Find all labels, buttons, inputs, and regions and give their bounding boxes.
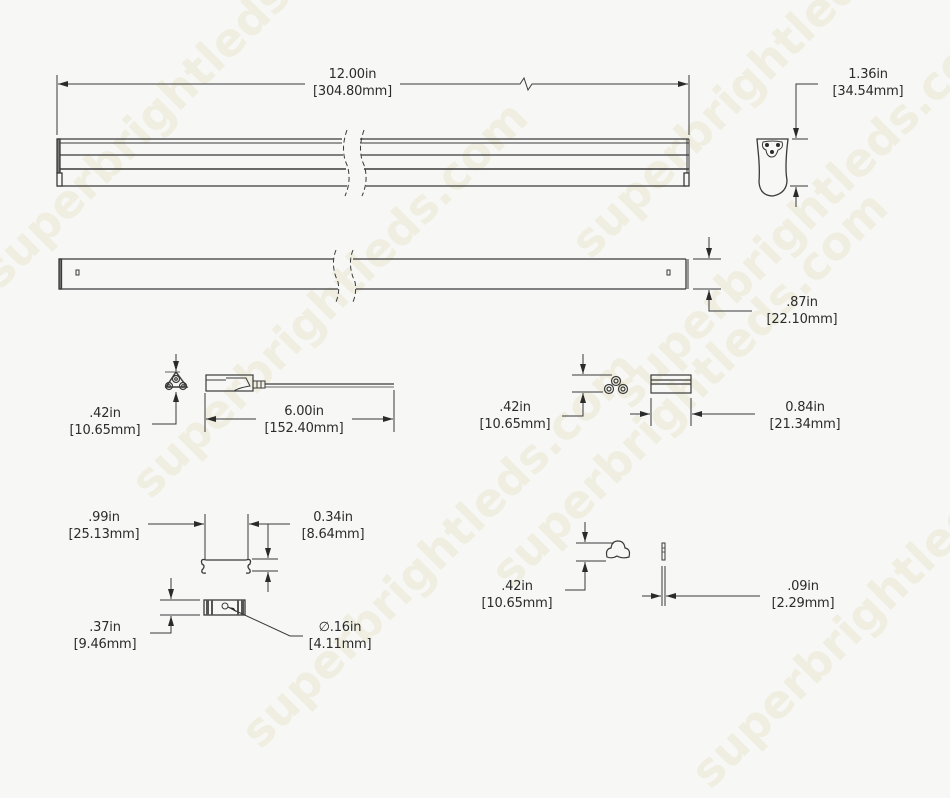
cable-length-in: 6.00in	[284, 404, 324, 419]
coupler-view	[562, 354, 755, 426]
clip-height-mm: [8.64mm]	[301, 527, 365, 542]
coupler-length-dimension-label: 0.84in [21.34mm]	[755, 399, 855, 433]
connector-height-in: .42in	[89, 406, 121, 421]
endcap-thickness-in: .09in	[787, 579, 819, 594]
endcap-height-mm: [10.65mm]	[481, 596, 553, 611]
end-cap-view	[565, 522, 760, 606]
endcap-thickness-mm: [2.29mm]	[771, 596, 835, 611]
coupler-height-dimension-label: .42in [10.65mm]	[470, 399, 560, 433]
clip-height-in: 0.34in	[313, 510, 353, 525]
endcap-height-dimension-label: .42in [10.65mm]	[472, 578, 562, 612]
connector-cable-view	[152, 354, 395, 432]
profile-height-mm: [34.54mm]	[832, 84, 904, 99]
clip-width-in: .99in	[88, 510, 120, 525]
width-mm: [22.10mm]	[766, 312, 838, 327]
end-profile-view	[756, 83, 818, 207]
hole-diameter-in: ∅.16in	[318, 620, 362, 635]
top-view	[58, 237, 752, 312]
length-in: 12.00in	[328, 67, 377, 82]
width-dimension-label: .87in [22.10mm]	[752, 294, 852, 328]
hole-diameter-dimension-label: ∅.16in [4.11mm]	[300, 619, 380, 653]
connector-height-dimension-label: .42in [10.65mm]	[60, 405, 150, 439]
side-view	[56, 75, 690, 197]
technical-drawing	[56, 75, 818, 637]
coupler-length-in: 0.84in	[785, 400, 825, 415]
coupler-height-in: .42in	[499, 400, 531, 415]
mounting-clip-view	[148, 514, 303, 637]
hole-diameter-mm: [4.11mm]	[308, 637, 372, 652]
clip-width-dimension-label: .99in [25.13mm]	[60, 509, 148, 543]
coupler-height-mm: [10.65mm]	[479, 417, 551, 432]
cable-length-dimension-label: 6.00in [152.40mm]	[255, 403, 353, 437]
length-dimension-label: 12.00in [304.80mm]	[305, 66, 400, 100]
length-mm: [304.80mm]	[313, 84, 392, 99]
connector-height-mm: [10.65mm]	[69, 423, 141, 438]
clip-thickness-dimension-label: .37in [9.46mm]	[60, 619, 150, 653]
clip-width-mm: [25.13mm]	[68, 527, 140, 542]
coupler-length-mm: [21.34mm]	[769, 417, 841, 432]
profile-height-in: 1.36in	[848, 67, 888, 82]
clip-thickness-mm: [9.46mm]	[73, 637, 137, 652]
clip-height-dimension-label: 0.34in [8.64mm]	[290, 509, 376, 543]
cable-length-mm: [152.40mm]	[264, 421, 344, 436]
profile-height-dimension-label: 1.36in [34.54mm]	[818, 66, 918, 100]
endcap-thickness-dimension-label: .09in [2.29mm]	[760, 578, 846, 612]
clip-thickness-in: .37in	[89, 620, 121, 635]
endcap-height-in: .42in	[501, 579, 533, 594]
width-in: .87in	[786, 295, 818, 310]
